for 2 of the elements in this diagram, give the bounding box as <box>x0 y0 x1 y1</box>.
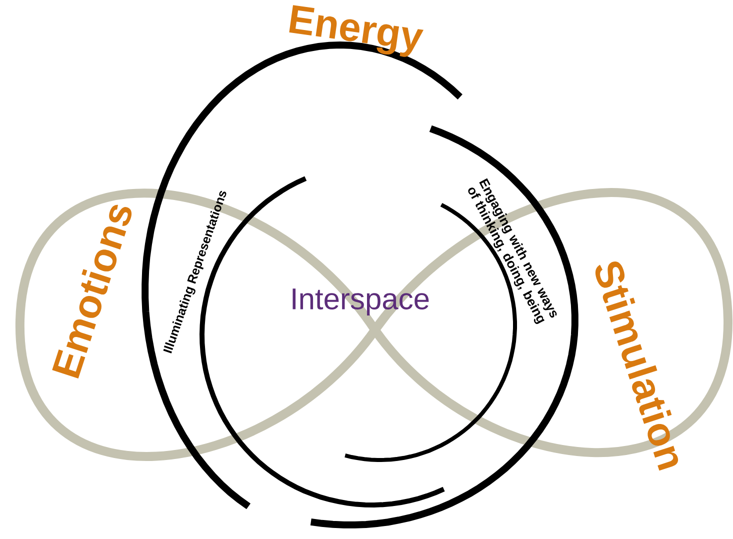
center-label: Interspace <box>292 288 429 316</box>
curved-title: Energy <box>289 5 424 57</box>
